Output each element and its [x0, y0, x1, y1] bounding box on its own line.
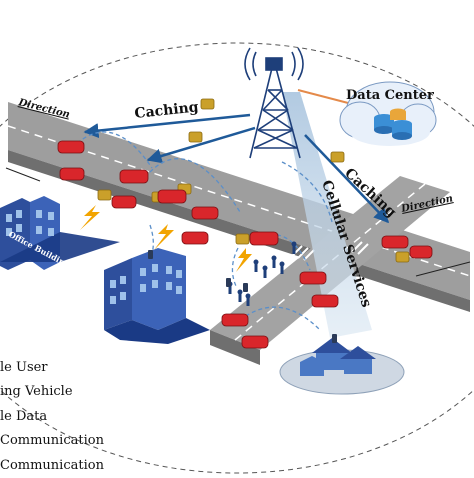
pedestrian-icon: [227, 241, 297, 306]
phone-icon: [148, 250, 337, 343]
coverage-boundary: [0, 42, 474, 474]
legend-item: le User: [0, 360, 48, 375]
car-icon: [57, 140, 433, 349]
building-icon: [104, 248, 210, 344]
legend-item: Communication: [0, 433, 104, 448]
road-direction-arrows: [5, 167, 471, 277]
legend-item: Communication: [0, 458, 104, 473]
data-center-label: Data Center: [346, 88, 434, 103]
caching-arrows: [83, 113, 390, 224]
legend-item: ing Vehicle: [0, 384, 73, 399]
caching-label-left: Caching: [134, 99, 200, 122]
server-icon: [374, 108, 412, 140]
lightning-icon: [80, 205, 252, 272]
cellular-beam: [282, 92, 372, 338]
building-icon: [0, 196, 120, 270]
wired-link: [297, 89, 353, 105]
house-icon: [279, 338, 405, 395]
tower-icon: [244, 47, 304, 159]
legend-item: le Data: [0, 409, 48, 424]
